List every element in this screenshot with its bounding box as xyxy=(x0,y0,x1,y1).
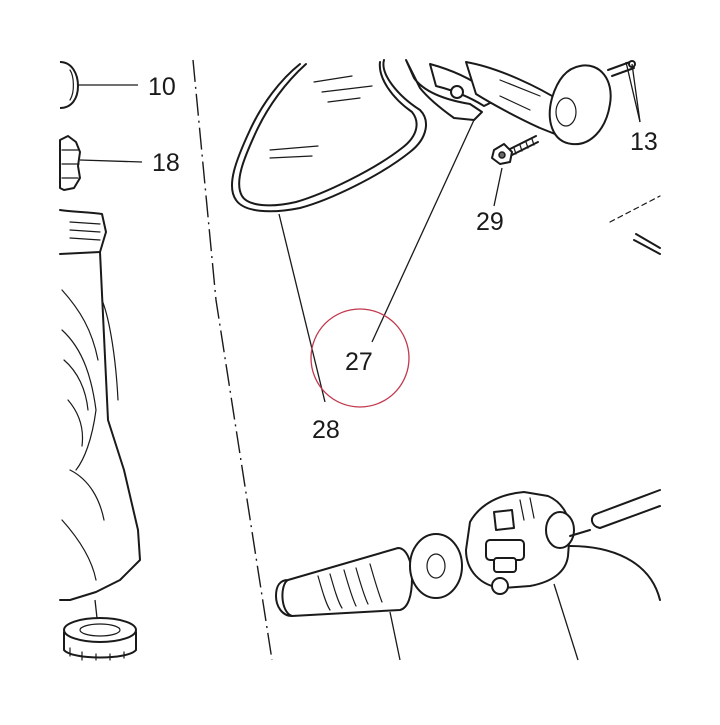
part-13-screws xyxy=(607,60,641,123)
leader-grip xyxy=(389,611,401,661)
throttle-tube-lower xyxy=(599,505,661,529)
handlebar-grip xyxy=(275,547,413,617)
leader-29 xyxy=(493,167,503,207)
leader-switch xyxy=(553,583,579,661)
part-18-ring-nut xyxy=(59,135,81,191)
callout-28[interactable]: 28 xyxy=(312,416,340,444)
center-line xyxy=(192,59,273,661)
leader-27 xyxy=(371,119,475,343)
callout-29[interactable]: 29 xyxy=(476,208,504,236)
callout-13[interactable]: 13 xyxy=(630,128,658,156)
part-10-cap xyxy=(59,61,79,109)
part-28-guard xyxy=(231,59,427,213)
part-29-screw xyxy=(491,135,539,165)
lever-clamp xyxy=(465,61,612,146)
callout-10[interactable]: 10 xyxy=(148,73,176,101)
leader-18 xyxy=(79,159,143,163)
leader-28 xyxy=(278,213,326,403)
switch-cable xyxy=(569,545,661,601)
callout-27-highlight-ring xyxy=(310,308,410,408)
throttle-tube xyxy=(595,489,661,515)
callout-27[interactable]: 27 xyxy=(345,348,373,376)
right-edge-detail xyxy=(609,195,661,255)
callout-18[interactable]: 18 xyxy=(152,149,180,177)
grip-washer xyxy=(409,533,463,599)
switch-housing xyxy=(465,491,591,595)
part-bottom-ring-nut xyxy=(63,599,137,661)
fork-tube xyxy=(59,209,141,601)
